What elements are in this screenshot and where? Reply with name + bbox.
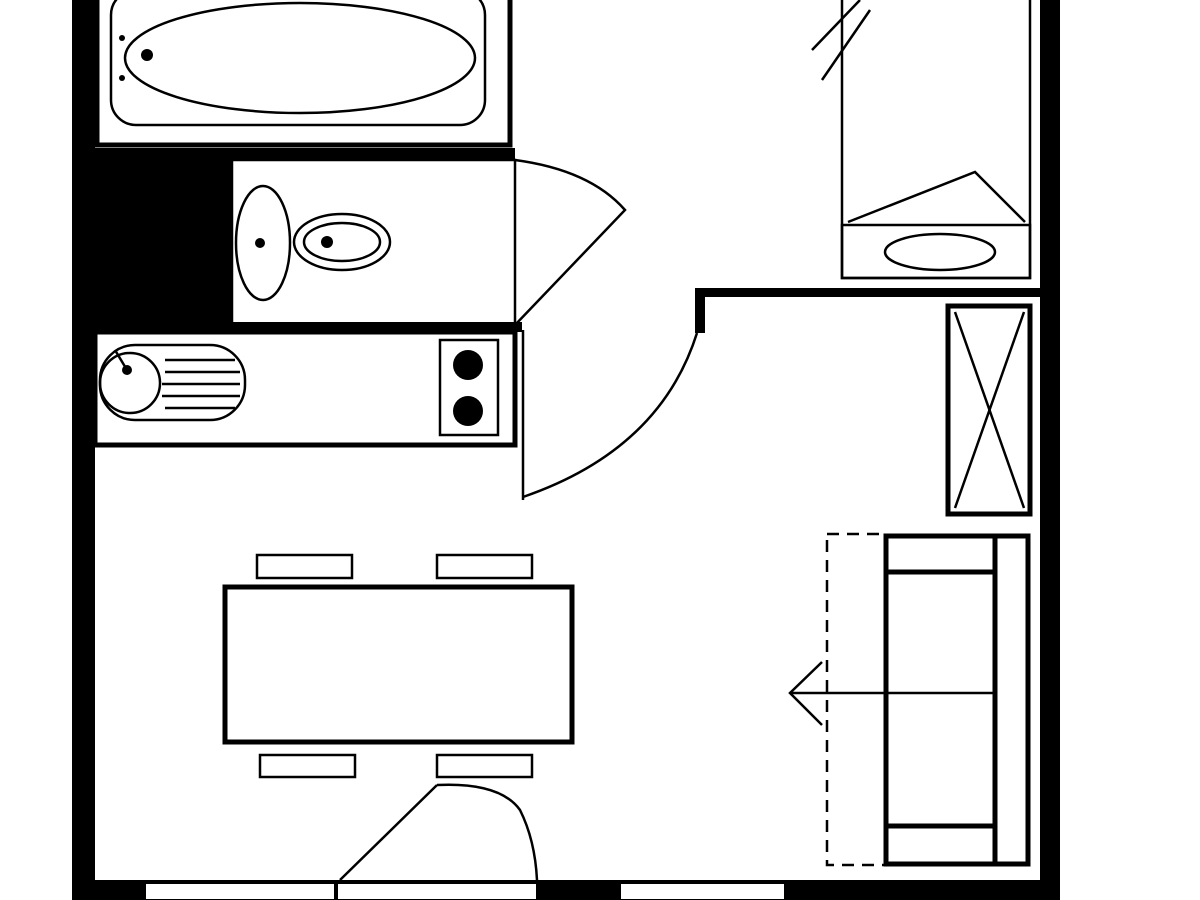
door-swing-arc [514, 158, 627, 326]
bathtub [94, 0, 513, 148]
chair [435, 553, 534, 580]
dining-table [222, 553, 575, 779]
chair [255, 553, 354, 580]
toilet-room [230, 158, 627, 332]
chair [258, 753, 357, 779]
right-wall [1040, 0, 1060, 900]
interior-wall [695, 288, 705, 333]
door-swing-arc [436, 783, 539, 881]
toilet [292, 212, 392, 272]
stove [438, 338, 500, 437]
washbasin [234, 184, 292, 302]
kitchen-counter [92, 329, 518, 448]
window [619, 882, 786, 900]
bed [811, 0, 1032, 280]
service-shaft [95, 150, 232, 330]
door-leaf [339, 784, 438, 881]
interior-wall [695, 288, 1040, 297]
door-swing-arc [522, 332, 699, 499]
window [336, 882, 538, 900]
window [144, 882, 336, 900]
sofa-bed [788, 532, 1031, 867]
left-wall [72, 0, 95, 900]
wardrobe [945, 303, 1033, 517]
extended-bed-outline [825, 532, 887, 867]
chair [435, 753, 534, 779]
